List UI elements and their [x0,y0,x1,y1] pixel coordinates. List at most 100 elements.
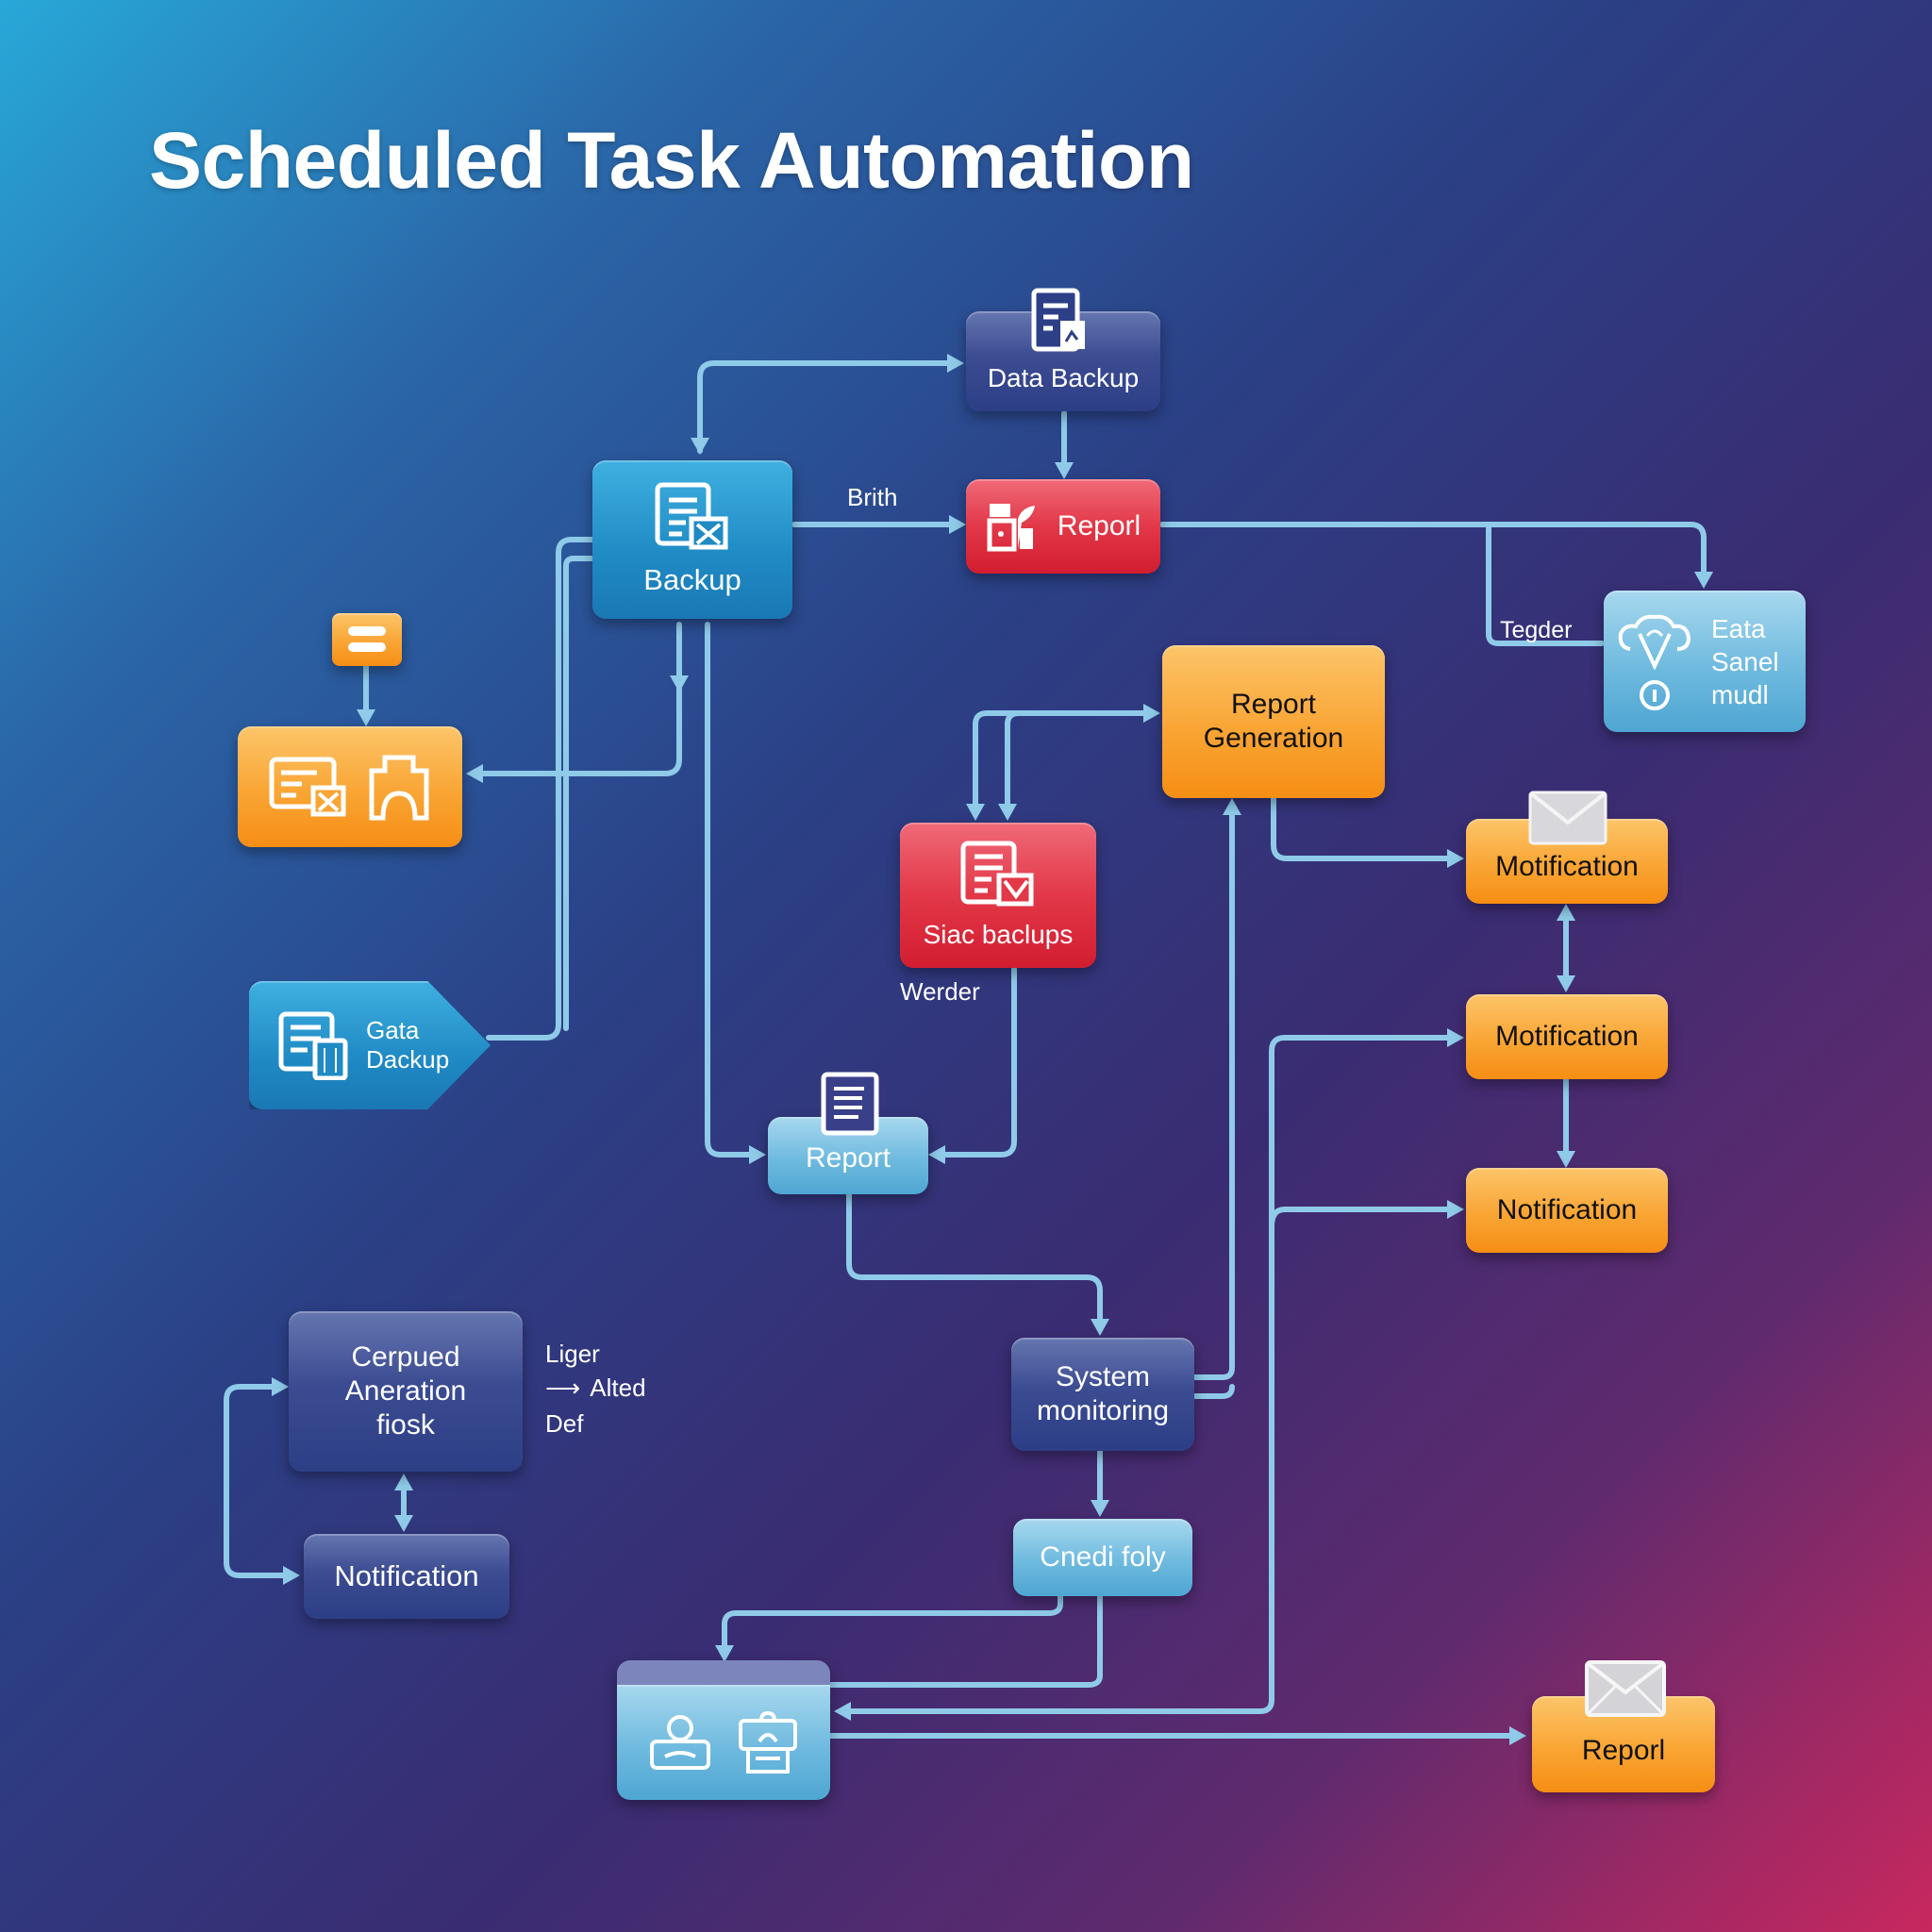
arrowhead [715,1645,734,1662]
connector-cerpued-notification-loop [224,1384,291,1578]
arrowhead [998,804,1017,821]
menu-bars-icon [348,626,386,652]
node-system-monitoring[interactable]: System monitoring [1011,1338,1194,1451]
arrowhead [466,764,483,783]
arrowhead [272,1377,289,1396]
node-cnedi-foly[interactable]: Cnedi foly [1013,1519,1192,1596]
connector-trunk-to-notification [1269,1207,1456,1229]
connector-siac-to-reportlight [937,963,1017,1158]
arrowhead [966,804,985,821]
envelope-icon [1528,791,1607,845]
connector-backup-to-databackup [697,360,956,454]
connector-reportgen-to-siac-2 [1005,710,1152,812]
node-system-monitoring-line2: monitoring [1036,1395,1170,1426]
node-report-light-label: Report [805,1142,891,1174]
node-backup[interactable]: Backup [592,460,792,619]
arrowhead [394,1474,413,1491]
document-tablet-icon [278,1011,348,1080]
connector-sysmon-to-reportgen [1191,807,1235,1380]
connector-cnedi-to-users-2 [827,1593,1103,1688]
node-cerpued-line1: Cerpued [351,1341,460,1373]
arrowhead [691,438,709,455]
node-report-red-label: Reporl [1057,510,1141,541]
connector-reportgen-to-siac [973,710,1152,812]
edge-label-alted: ⟶Alted [545,1374,646,1403]
node-siac-backups[interactable]: Siac baclups [900,823,1096,968]
node-report-bottom-label: Reporl [1581,1735,1666,1766]
node-cerpued-line3: fiosk [376,1409,435,1441]
connector-report-to-datasanel [1159,522,1707,580]
node-cerpued-line2: Aneration [344,1375,467,1407]
node-motification-2-label: Motification [1495,1021,1639,1052]
arrowhead [394,1515,413,1532]
user-icon [650,1715,710,1770]
node-notification-right-label: Notification [1496,1194,1638,1225]
node-data-backup[interactable]: Data Backup [966,311,1160,411]
node-report-generation[interactable]: Report Generation [1162,645,1385,798]
edge-label-liger: Liger [545,1340,600,1368]
document-check-icon [269,757,346,817]
edge-label-brith: Brith [847,483,898,511]
arrowhead [749,1145,766,1164]
node-notification-left-label: Notification [334,1559,479,1593]
connector-sysmon-to-reportgen-2 [1191,1384,1235,1399]
node-users-box[interactable] [617,1660,830,1800]
arrowhead [834,1702,851,1721]
diagram-title: Scheduled Task Automation [149,116,1194,205]
arrowhead [1143,704,1160,723]
arrowhead [1447,1200,1464,1219]
envelope-icon [1585,1660,1666,1717]
connector-trunk-vertical [842,1035,1288,1714]
node-report-generation-line2: Generation [1203,723,1344,754]
node-data-backup-label: Data Backup [987,363,1140,393]
edge-label-alted-text: Alted [590,1374,646,1402]
node-data-sanel-line1: Eata [1711,613,1766,643]
arrowhead [1223,798,1241,815]
arrowhead [1694,572,1713,589]
node-siac-backups-label: Siac baclups [923,920,1074,950]
document-check-icon [960,841,1034,907]
info-circle-icon [1640,680,1670,710]
arrowhead [1557,904,1575,921]
node-system-monitoring-line1: System [1055,1361,1151,1392]
cloud-face-icon [1618,614,1691,670]
arrowhead [1447,849,1464,868]
arrowhead [283,1566,300,1585]
node-backup-label: Backup [643,563,741,597]
arrowhead [949,515,966,534]
document-icon [821,1072,879,1136]
arrowhead [1055,462,1074,479]
arrowhead [1091,1500,1109,1517]
connector-report-to-datasanel-side [1486,522,1605,646]
edge-label-def: Def [545,1409,584,1438]
arrowhead [670,675,689,692]
connector-gatabackup-to-backup [486,537,595,1041]
node-menu-mini[interactable] [332,613,402,666]
node-cerpued[interactable]: Cerpued Aneration fiosk [289,1311,523,1472]
node-report-generation-line1: Report [1230,689,1317,720]
node-notification-left[interactable]: Notification [304,1534,509,1619]
printer-icon [739,1710,797,1774]
connector-reportlight-to-sysmon [846,1191,1103,1327]
edge-label-tegder: Tegder [1500,617,1573,643]
arrowhead [1557,975,1575,992]
node-report-red[interactable]: Reporl [966,479,1160,574]
arrowhead [1557,1151,1575,1168]
connector-reportgen-to-motification [1271,795,1456,861]
arrowhead [928,1145,945,1164]
node-storage[interactable] [238,726,462,847]
archive-arch-icon [369,755,429,821]
node-motification-2[interactable]: Motification [1466,994,1668,1079]
node-data-sanel-line3: mudl [1711,679,1769,709]
connector-backup-to-storage [475,622,682,776]
document-image-icon [1031,288,1085,352]
arrowhead [947,354,964,373]
connector-backup-left-parallel [563,556,595,1031]
node-cnedi-foly-label: Cnedi foly [1040,1541,1166,1573]
chart-plant-icon [987,504,1035,552]
document-check-icon [655,482,728,550]
node-data-sanel[interactable]: Eata Sanel mudl [1604,591,1806,732]
node-notification-right[interactable]: Notification [1466,1168,1668,1253]
node-data-sanel-line2: Sanel [1711,646,1779,676]
